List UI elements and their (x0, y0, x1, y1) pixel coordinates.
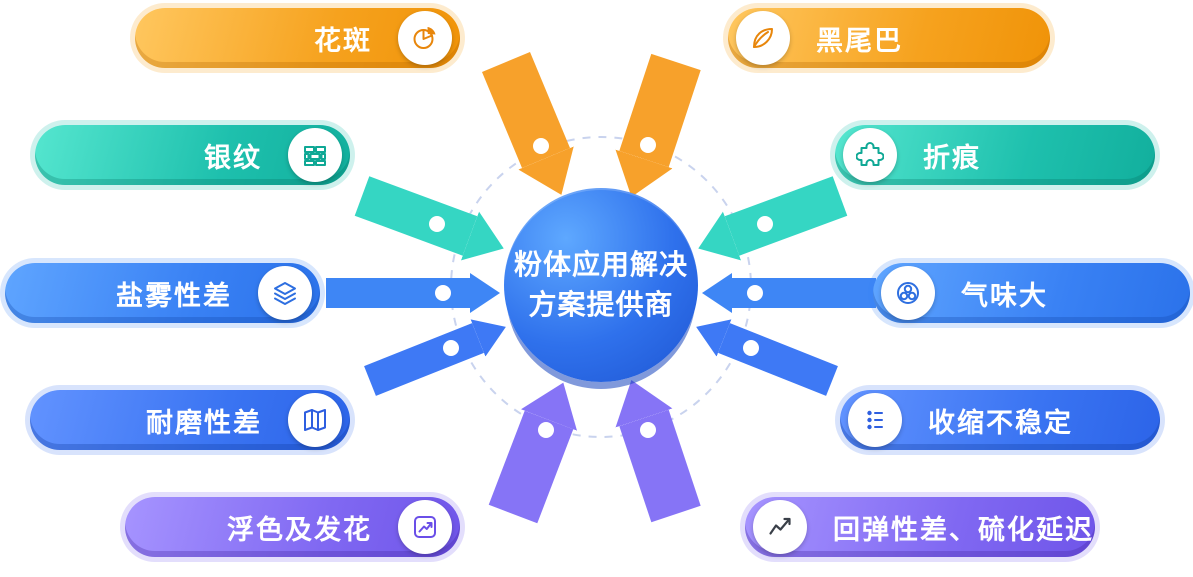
connector-middle-left (326, 273, 500, 313)
connector-middle-right (702, 273, 876, 313)
pill-label: 回弹性差、硫化延迟 (833, 514, 1094, 545)
connector-dot (747, 285, 763, 301)
pill-label: 折痕 (923, 142, 981, 173)
connector-dot (533, 138, 549, 154)
center-title-line2: 方案提供商 (528, 289, 674, 320)
pill-label: 耐磨性差 (146, 407, 262, 438)
connector-top-right (615, 53, 701, 197)
pill-label: 盐雾性差 (116, 280, 232, 311)
pill-silver-streak: 银纹 (35, 125, 350, 185)
connector-top-left (482, 52, 574, 195)
connector-dot (757, 216, 773, 232)
connector-bottom-right (615, 380, 701, 523)
connector-dot (743, 340, 759, 356)
connector-dot (538, 422, 554, 438)
dots-list-icon (848, 393, 902, 447)
pill-label: 黑尾巴 (816, 25, 903, 56)
connector-lower-right (696, 319, 838, 396)
pill-mottling: 花斑 (135, 8, 460, 68)
pill-shrink-unstable: 收缩不稳定 (840, 390, 1160, 450)
layers-icon (258, 266, 312, 320)
center-circle: 粉体应用解决 方案提供商 (504, 188, 698, 382)
pill-salt-spray: 盐雾性差 (5, 263, 320, 323)
pill-float-bloom: 浮色及发花 (125, 497, 460, 557)
connector-upper-right (698, 176, 848, 261)
connector-dot (435, 285, 451, 301)
pill-rebound-vulcanization: 回弹性差、硫化延迟 (745, 497, 1095, 557)
circles-icon (881, 266, 935, 320)
connector-dot (640, 422, 656, 438)
connector-dot (640, 137, 656, 153)
pill-label: 气味大 (961, 280, 1048, 311)
pill-label: 花斑 (314, 25, 372, 56)
trend-arrow-icon (398, 500, 452, 554)
map-icon (288, 393, 342, 447)
pill-label: 银纹 (204, 142, 262, 173)
pill-black-tail: 黑尾巴 (728, 8, 1050, 68)
zigzag-chart-icon (753, 500, 807, 554)
pill-strong-odor: 气味大 (873, 263, 1190, 323)
puzzle-icon (843, 128, 897, 182)
pill-label: 收缩不稳定 (928, 407, 1073, 438)
connector-dot (429, 216, 445, 232)
bricks-icon (288, 128, 342, 182)
pill-label: 浮色及发花 (227, 514, 372, 545)
pill-crease: 折痕 (835, 125, 1155, 185)
leaf-icon (736, 11, 790, 65)
pie-chart-icon (398, 11, 452, 65)
connector-upper-left (354, 176, 504, 261)
connector-lower-left (364, 319, 506, 396)
pill-wear-resistance: 耐磨性差 (30, 390, 350, 450)
connector-bottom-left (488, 382, 578, 524)
center-title-line1: 粉体应用解决 (513, 249, 688, 280)
connector-dot (443, 340, 459, 356)
